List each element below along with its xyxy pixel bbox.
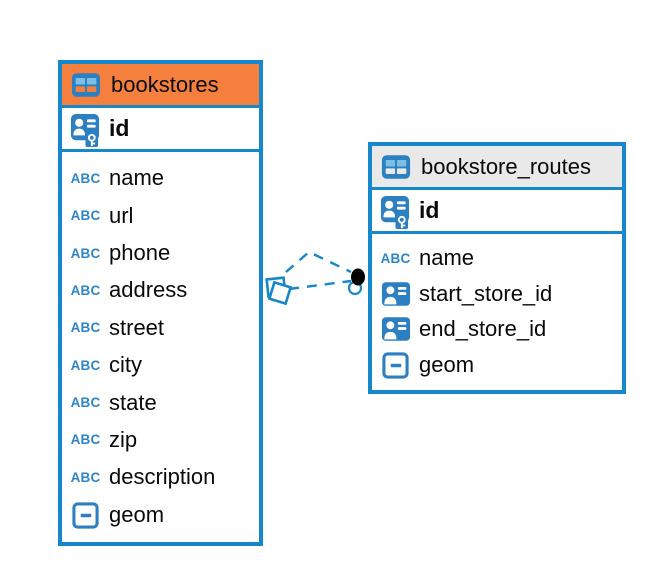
relationship-source-marker[interactable] <box>265 276 293 306</box>
column-row[interactable]: ABC zip <box>62 427 259 453</box>
primary-key-row[interactable]: id <box>62 108 259 149</box>
column-row[interactable]: geom <box>372 351 622 379</box>
primary-key-row[interactable]: id <box>372 190 622 231</box>
column-name: description <box>109 464 216 490</box>
table-header[interactable]: bookstore_routes <box>372 146 622 190</box>
table-name: bookstores <box>111 71 219 97</box>
table-icon <box>379 154 412 180</box>
column-name: street <box>109 314 165 340</box>
foreign-key-icon <box>379 281 412 307</box>
column-name: zip <box>109 426 138 452</box>
text-abc-icon: ABC <box>70 207 101 224</box>
column-row[interactable]: end_store_id <box>372 316 622 342</box>
column-row[interactable]: start_store_id <box>372 281 622 307</box>
foreign-key-icon <box>379 316 412 342</box>
column-row[interactable]: geom <box>62 501 259 529</box>
column-name: phone <box>109 240 171 266</box>
column-name: city <box>109 352 142 378</box>
column-name: url <box>109 202 134 228</box>
geometry-icon <box>379 351 412 379</box>
primary-key-row-slot: id <box>62 108 259 152</box>
column-row[interactable]: ABC name <box>62 165 259 191</box>
column-name: address <box>109 277 188 303</box>
geometry-icon <box>69 501 102 529</box>
text-abc-icon: ABC <box>70 394 101 411</box>
column-row[interactable]: ABC address <box>62 277 259 303</box>
table-header[interactable]: bookstores <box>62 64 259 108</box>
primary-key-row-slot: id <box>372 190 622 234</box>
text-abc-icon: ABC <box>70 319 101 336</box>
column-row[interactable]: ABC city <box>62 352 259 378</box>
column-name: geom <box>419 352 475 378</box>
column-name: name <box>109 165 165 191</box>
column-name: state <box>109 389 157 415</box>
column-name: end_store_id <box>419 316 547 342</box>
text-abc-icon: ABC <box>70 245 101 261</box>
text-abc-icon: ABC <box>70 432 101 448</box>
primary-key-icon <box>379 191 412 231</box>
relationship-target-marker[interactable] <box>347 268 365 296</box>
table-name: bookstore_routes <box>421 153 591 179</box>
relationship-line-start-store[interactable] <box>285 250 352 274</box>
column-row[interactable]: ABC phone <box>62 240 259 266</box>
column-row[interactable]: ABC street <box>62 315 259 341</box>
text-abc-icon: ABC <box>70 357 101 374</box>
column-name: name <box>419 245 475 271</box>
column-row[interactable]: ABC state <box>62 390 259 416</box>
column-name: geom <box>109 502 165 528</box>
column-name: id <box>419 197 440 223</box>
text-abc-icon: ABC <box>70 170 101 187</box>
primary-key-icon <box>69 109 102 149</box>
column-name: start_store_id <box>419 280 553 306</box>
column-row[interactable]: ABC url <box>62 203 259 229</box>
relationship-line-end-store[interactable] <box>288 279 352 291</box>
text-abc-icon: ABC <box>380 250 411 267</box>
column-row[interactable]: ABC description <box>62 464 259 490</box>
text-abc-icon: ABC <box>70 469 101 486</box>
column-row[interactable]: ABC name <box>372 245 622 271</box>
column-name: id <box>109 115 130 141</box>
table-node-bookstore-routes[interactable]: bookstore_routes id ABC name start_store_i… <box>368 142 626 394</box>
text-abc-icon: ABC <box>70 282 101 299</box>
table-icon <box>69 72 102 98</box>
